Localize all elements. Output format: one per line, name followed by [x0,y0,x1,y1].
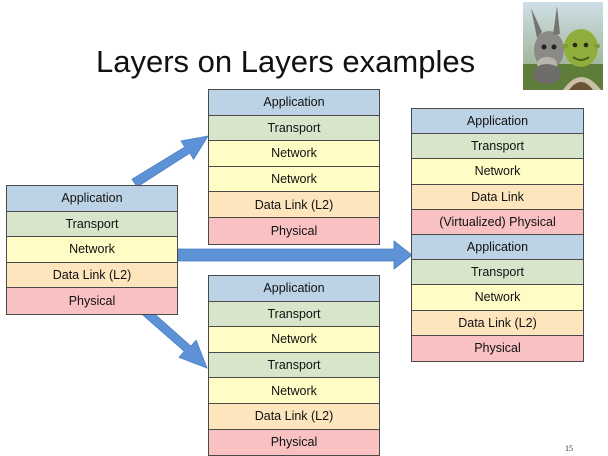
shrek-and-donkey-picture [523,2,603,90]
slide-title: Layers on Layers examples [96,44,476,79]
physical-layer: Physical [209,217,379,244]
physical-layer: Physical [7,288,177,314]
physical-layer: (Virtualized) Physical [412,209,583,235]
application-layer: Application [7,186,177,212]
data-link-layer: Data Link (L2) [209,192,379,218]
application-layer: Application [209,90,379,116]
data-link-layer: Data Link (L2) [412,310,583,336]
physical-layer: Physical [412,335,583,361]
application-layer: Application [412,234,583,261]
transport-layer: Transport [412,134,583,160]
transport-layer: Transport [209,352,379,379]
transport-layer: Transport [412,260,583,286]
page-number: 15 [565,444,573,453]
transport-layer: Transport [7,211,177,238]
arrow-to-bottom-stack [139,306,208,369]
arrow-to-right-stack [177,240,413,270]
arrow-to-top-stack [131,135,209,188]
network-layer: Network [209,166,379,193]
data-link-layer: Data Link [412,184,583,210]
network-layer: Network [209,378,379,404]
transport-layer: Transport [209,115,379,142]
network-layer: Network [7,237,177,263]
data-link-layer: Data Link (L2) [7,262,177,289]
network-layer: Network [412,159,583,185]
network-layer: Network [412,285,583,311]
data-link-layer: Data Link (L2) [209,403,379,430]
transport-layer: Transport [209,301,379,328]
physical-layer: Physical [209,429,379,456]
application-layer: Application [209,276,379,302]
network-layer: Network [209,327,379,353]
application-layer: Application [412,109,583,135]
network-layer: Network [209,141,379,167]
